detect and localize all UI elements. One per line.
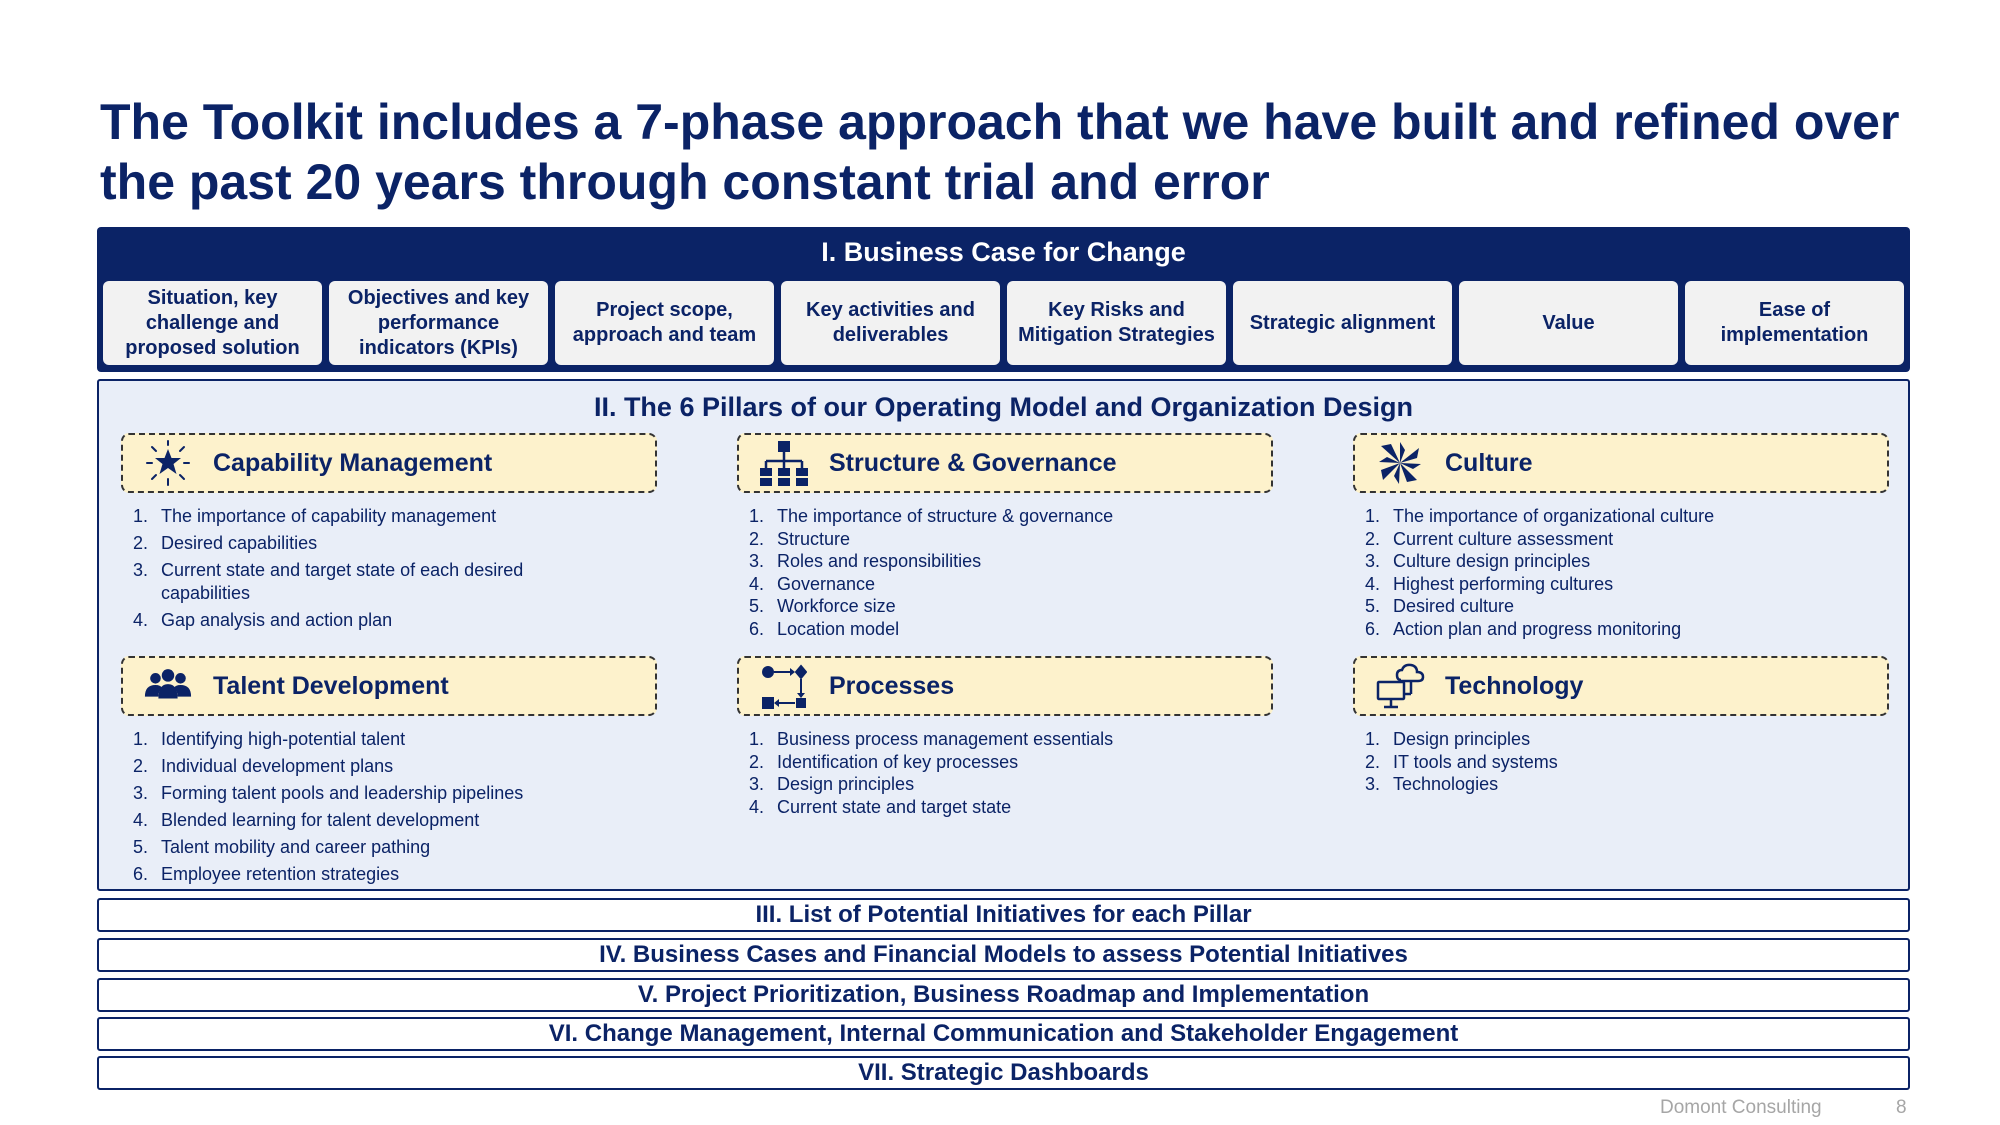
pillar-name: Structure & Governance — [829, 448, 1117, 477]
pillar-culture: Culture 1.The importance of organization… — [1353, 433, 1889, 640]
list-item: 5.Workforce size — [749, 596, 896, 616]
list-item: 4.Gap analysis and action plan — [133, 609, 393, 630]
list-item: 5.Desired culture — [1365, 596, 1515, 616]
pillar-items: 1.The importance of organizational cultu… — [1353, 505, 1889, 640]
phase-1-box-scope: Project scope, approach and team — [555, 281, 774, 365]
people-group-icon — [143, 663, 193, 709]
phase-1-box-objectives: Objectives and key performance indicator… — [329, 281, 548, 365]
phase-1-box-risks: Key Risks and Mitigation Strategies — [1007, 281, 1226, 365]
pillar-header: Processes — [737, 656, 1273, 716]
pillar-name: Capability Management — [213, 448, 493, 477]
pillar-header: Culture — [1353, 433, 1889, 493]
list-item: 1.The importance of capability managemen… — [133, 506, 497, 526]
pillar-structure-governance: Structure & Governance 1.The importance … — [737, 433, 1273, 640]
phase-6-bar: VI. Change Management, Internal Communic… — [97, 1017, 1910, 1051]
list-item: 3.Current state and target state of each… — [133, 560, 524, 603]
phase-2-title: II. The 6 Pillars of our Operating Model… — [593, 392, 1414, 422]
phase-1-box-activities: Key activities and deliverables — [781, 281, 1000, 365]
list-item: 4.Current state and target state — [749, 796, 1012, 817]
pillar-processes: Processes 1.Business process management … — [737, 656, 1273, 818]
list-item: 2.Identification of key processes — [749, 751, 1019, 772]
cloud-computer-icon — [1375, 663, 1425, 709]
slide-title: The Toolkit includes a 7-phase approach … — [100, 94, 1900, 210]
star-burst-icon — [143, 440, 193, 486]
phase-1-boxes: Situation, key challenge and proposed so… — [103, 281, 1904, 365]
phase-7-bar: VII. Strategic Dashboards — [97, 1056, 1910, 1090]
list-item: 3.Forming talent pools and leadership pi… — [133, 783, 524, 803]
pillar-header: Technology — [1353, 656, 1889, 716]
pillar-header: Capability Management — [121, 433, 657, 493]
list-item: 4.Governance — [749, 573, 876, 594]
list-item: 1.The importance of organizational cultu… — [1365, 506, 1715, 526]
list-item: 5.Talent mobility and career pathing — [133, 837, 431, 857]
pillar-name: Technology — [1445, 671, 1584, 700]
phase-5-bar: V. Project Prioritization, Business Road… — [97, 978, 1910, 1012]
list-item: 3.Roles and responsibilities — [749, 551, 982, 571]
phase-3-bar: III. List of Potential Initiatives for e… — [97, 898, 1910, 932]
pillar-items: 1.The importance of capability managemen… — [121, 505, 657, 631]
pillar-items: 1.Design principles 2.IT tools and syste… — [1353, 728, 1889, 796]
list-item: 3.Design principles — [749, 774, 915, 794]
list-item: 1.Design principles — [1365, 729, 1531, 749]
list-item: 6.Employee retention strategies — [133, 864, 400, 884]
list-item: 1.Identifying high-potential talent — [133, 729, 406, 749]
arrows-converge-icon — [1375, 440, 1425, 486]
list-item: 2.Individual development plans — [133, 756, 394, 776]
list-item: 6.Location model — [749, 618, 900, 639]
phase-1-box-strategic-alignment: Strategic alignment — [1233, 281, 1452, 365]
phase-2-pillars: II. The 6 Pillars of our Operating Model… — [97, 379, 1910, 891]
list-item: 1.Business process management essentials — [749, 729, 1114, 749]
phase-1-box-ease: Ease of implementation — [1685, 281, 1904, 365]
pillar-items: 1.Business process management essentials… — [737, 728, 1273, 818]
pillar-capability-management: Capability Management 1.The importance o… — [121, 433, 657, 636]
pillar-name: Culture — [1445, 448, 1533, 477]
list-item: 3.Technologies — [1365, 774, 1499, 794]
list-item: 2.Desired capabilities — [133, 533, 318, 553]
list-item: 2.IT tools and systems — [1365, 751, 1558, 772]
pillar-technology: Technology 1.Design principles 2.IT tool… — [1353, 656, 1889, 796]
pillar-header: Talent Development — [121, 656, 657, 716]
list-item: 4.Blended learning for talent developmen… — [133, 810, 480, 830]
phase-1-title: I. Business Case for Change — [821, 237, 1186, 267]
pillar-name: Talent Development — [213, 671, 449, 700]
list-item: 2.Structure — [749, 528, 851, 549]
pillar-items: 1.The importance of structure & governan… — [737, 505, 1273, 640]
list-item: 3.Culture design principles — [1365, 551, 1591, 571]
list-item: 2.Current culture assessment — [1365, 528, 1614, 549]
pillar-talent-development: Talent Development 1.Identifying high-po… — [121, 656, 657, 890]
page-number: 8 — [1896, 1097, 1907, 1118]
process-flow-icon — [759, 663, 809, 709]
phase-1-box-situation: Situation, key challenge and proposed so… — [103, 281, 322, 365]
phase-1-box-value: Value — [1459, 281, 1678, 365]
list-item: 1.The importance of structure & governan… — [749, 506, 1114, 526]
pillar-header: Structure & Governance — [737, 433, 1273, 493]
footer-brand: Domont Consulting — [1660, 1097, 1822, 1118]
org-chart-icon — [759, 440, 809, 486]
phase-1-business-case: I. Business Case for Change Situation, k… — [97, 227, 1910, 372]
list-item: 6.Action plan and progress monitoring — [1365, 618, 1682, 639]
phase-4-bar: IV. Business Cases and Financial Models … — [97, 938, 1910, 972]
list-item: 4.Highest performing cultures — [1365, 573, 1614, 594]
pillar-items: 1.Identifying high-potential talent 2.In… — [121, 728, 657, 886]
pillar-name: Processes — [829, 671, 955, 700]
